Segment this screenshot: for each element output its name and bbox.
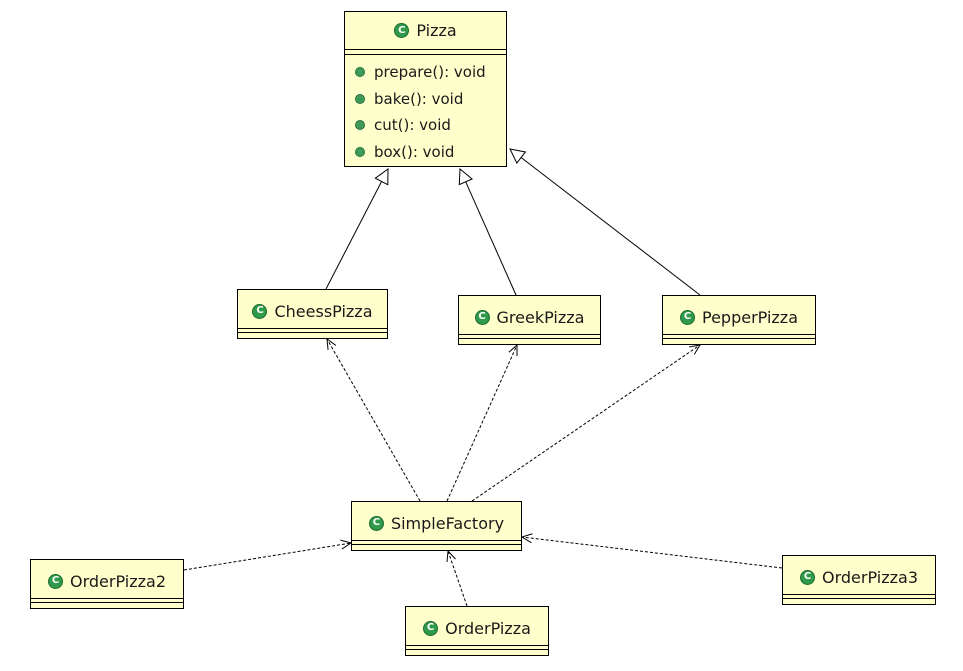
class-icon: C (800, 569, 815, 585)
generalization-arrow-pepper-to-pizza (509, 148, 701, 296)
class-name: Pizza (416, 21, 457, 40)
method-signature: prepare(): void (374, 63, 486, 82)
class-icon: C (680, 309, 695, 325)
class-header: C GreekPizza (459, 296, 600, 344)
dependency-arrow-factory-to-cheess (326, 337, 421, 502)
class-box-cheess[interactable]: C CheessPizza (237, 289, 388, 339)
class-icon: C (368, 515, 384, 531)
method-row: bake(): void (355, 86, 506, 113)
dependency-arrow-factory-to-pepper (471, 344, 702, 502)
attributes-compartment (345, 50, 506, 55)
class-name: OrderPizza (445, 618, 531, 638)
public-method-icon (355, 93, 365, 104)
class-box-pizza[interactable]: C Pizza prepare(): void bake(): void cut(): … (344, 11, 507, 167)
class-name: CheessPizza (274, 301, 373, 321)
empty-compartment-line (238, 332, 387, 333)
public-method-icon (355, 67, 365, 78)
empty-compartment-line (783, 598, 935, 599)
method-signature: cut(): void (374, 116, 451, 135)
method-row: prepare(): void (355, 59, 506, 86)
class-box-order[interactable]: C OrderPizza (405, 606, 549, 656)
method-row: cut(): void (355, 112, 506, 139)
method-signature: bake(): void (374, 89, 464, 108)
empty-compartment-line (663, 334, 815, 335)
generalization-arrow-greek-to-pizza (458, 167, 517, 296)
class-header: C OrderPizza2 (31, 560, 183, 608)
class-box-greek[interactable]: C GreekPizza (458, 295, 601, 345)
class-icon: C (474, 309, 490, 325)
class-header: C OrderPizza3 (783, 556, 935, 604)
class-name: GreekPizza (496, 307, 585, 327)
class-box-factory[interactable]: C SimpleFactory (351, 501, 522, 551)
public-method-icon (355, 146, 365, 157)
empty-compartment-line (663, 338, 815, 339)
class-icon: C (394, 23, 410, 38)
class-header: C Pizza (345, 12, 506, 50)
dependency-arrow-order2-to-factory (183, 539, 353, 571)
dependency-arrow-order-to-factory (446, 549, 468, 607)
class-icon: C (48, 573, 63, 589)
class-header: C CheessPizza (238, 290, 387, 338)
empty-compartment-line (406, 645, 548, 646)
empty-compartment-line (238, 328, 387, 329)
class-name: OrderPizza2 (70, 571, 166, 591)
generalization-arrow-cheess-to-pizza (325, 168, 389, 290)
empty-compartment-line (31, 598, 183, 599)
methods-compartment: prepare(): void bake(): void cut(): void bo… (345, 55, 506, 165)
method-row: box(): void (355, 139, 506, 166)
class-box-order2[interactable]: C OrderPizza2 (30, 559, 184, 609)
empty-compartment-line (31, 602, 183, 603)
empty-compartment-line (459, 338, 600, 339)
class-icon: C (252, 303, 268, 319)
class-name: SimpleFactory (390, 513, 505, 533)
method-signature: box(): void (374, 142, 455, 161)
dependency-arrow-order3-to-factory (520, 533, 783, 569)
class-name: OrderPizza3 (822, 567, 918, 587)
public-method-icon (355, 120, 365, 131)
class-header: C SimpleFactory (352, 502, 521, 550)
empty-compartment-line (352, 540, 521, 541)
empty-compartment-line (783, 594, 935, 595)
class-name: PepperPizza (702, 307, 798, 327)
class-icon: C (423, 620, 439, 636)
class-box-order3[interactable]: C OrderPizza3 (782, 555, 936, 605)
class-box-pepper[interactable]: C PepperPizza (662, 295, 816, 345)
empty-compartment-line (406, 649, 548, 650)
dependency-arrow-factory-to-greek (446, 343, 518, 502)
class-header: C OrderPizza (406, 607, 548, 655)
empty-compartment-line (459, 334, 600, 335)
empty-compartment-line (352, 544, 521, 545)
class-header: C PepperPizza (663, 296, 815, 344)
